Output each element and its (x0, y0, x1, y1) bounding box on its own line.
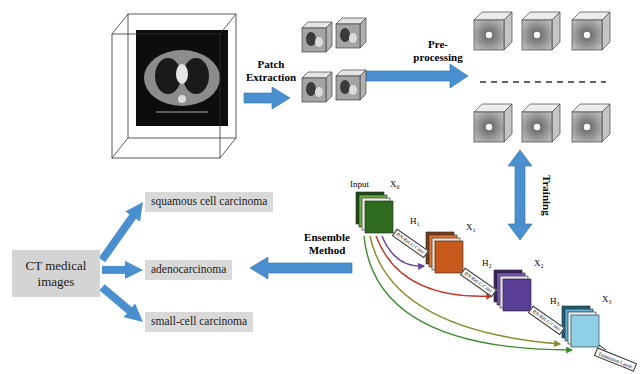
flow-arrow (102, 266, 131, 274)
processed-cube (474, 12, 512, 50)
flow-arrow (102, 212, 136, 260)
dashed-separator (480, 81, 606, 83)
dense-connection (376, 236, 492, 296)
class-box: small-cell carcinoma (145, 312, 253, 332)
layer-name: Input (350, 179, 369, 189)
ct-slice (136, 30, 228, 126)
operation-box: Transition Layer (593, 347, 636, 371)
flow-arrow (250, 257, 352, 279)
layer-name: H₃ (550, 296, 560, 306)
node-text: squamous cell carcinoma (151, 195, 267, 209)
feature-stack (494, 270, 531, 311)
operation-box: BN-ReLU-Conv (392, 228, 429, 258)
feature-map (571, 315, 599, 347)
flow-arrow (360, 64, 468, 88)
layer-name: X₃ (602, 294, 612, 304)
volume-edge (220, 14, 236, 34)
volume-edge (112, 14, 128, 34)
feature-map (435, 241, 463, 273)
layer-name: X₂ (534, 258, 544, 268)
feature-map (365, 201, 393, 233)
ct-mediastinum (176, 64, 188, 84)
patch-cube (336, 70, 366, 100)
layer-name: X₁ (466, 222, 476, 232)
patch-cube (336, 18, 366, 48)
feature-stack (562, 306, 599, 347)
input-box: CT medical images (12, 250, 100, 297)
layer-name: X₀ (390, 179, 400, 189)
processed-cube (522, 12, 560, 50)
feature-map (503, 279, 531, 311)
flow-arrow (244, 87, 290, 109)
feature-stack (356, 192, 393, 233)
ct-spine (178, 95, 186, 103)
volume-edge (112, 138, 128, 158)
step-label: Patch Extraction (242, 58, 300, 83)
class-box: adenocarcinoma (145, 260, 232, 280)
layer-name: H₁ (410, 216, 420, 226)
processed-cube (474, 104, 512, 142)
step-label: Pre- processing (408, 38, 468, 63)
node-text: small-cell carcinoma (151, 315, 247, 329)
class-box: squamous cell carcinoma (145, 192, 273, 212)
layer-name: H₂ (482, 258, 492, 268)
volume-front-face (112, 34, 220, 158)
flow-arrow (102, 287, 134, 314)
processed-cube (572, 104, 610, 142)
training-arrow (508, 150, 532, 240)
patch-cube (302, 72, 332, 102)
node-text: adenocarcinoma (151, 263, 226, 277)
step-label: Training (540, 174, 553, 215)
operation-box: BN-ReLU-Conv (528, 305, 565, 335)
volume-edge (220, 138, 236, 158)
node-text: CT medical images (18, 258, 94, 289)
operation-box: BN-ReLU-Conv (460, 267, 497, 297)
ct-table (156, 111, 208, 113)
dense-connection (370, 236, 560, 344)
step-label: Ensemble Method (290, 231, 364, 256)
ct-volume (112, 14, 236, 158)
processed-cube (572, 12, 610, 50)
patch-cube (302, 22, 332, 52)
feature-stack (426, 232, 463, 273)
ct-body (144, 50, 220, 106)
processed-cube (522, 104, 560, 142)
dense-connection (364, 236, 572, 350)
